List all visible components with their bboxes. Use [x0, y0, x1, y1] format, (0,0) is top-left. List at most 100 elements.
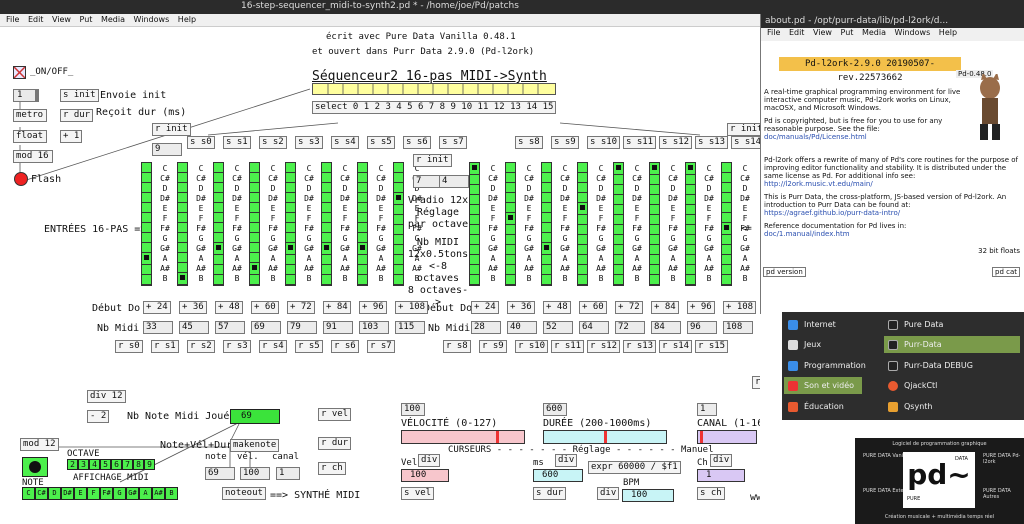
vradio-cell[interactable]	[614, 215, 623, 225]
bpm-number[interactable]: 100	[622, 489, 674, 502]
send-s4[interactable]: s s4	[331, 136, 359, 149]
vradio-step-12[interactable]	[613, 162, 624, 286]
about-menu-put[interactable]: Put	[840, 28, 854, 37]
vradio-cell[interactable]	[650, 255, 659, 265]
vradio-cell[interactable]	[394, 245, 403, 255]
offset-object[interactable]: + 108	[723, 301, 757, 314]
vradio-cell[interactable]	[178, 253, 187, 263]
vradio-cell[interactable]	[250, 203, 259, 213]
offset-object[interactable]: + 96	[687, 301, 715, 314]
vradio-cell[interactable]	[322, 245, 331, 255]
offset-object[interactable]: + 24	[143, 301, 171, 314]
vradio-cell[interactable]	[614, 185, 623, 195]
float-object[interactable]: float	[13, 130, 47, 143]
vradio-cell[interactable]	[214, 245, 223, 255]
vradio-cell[interactable]	[506, 203, 515, 213]
vradio-cell[interactable]	[214, 213, 223, 223]
note-cell[interactable]: G#	[126, 487, 139, 500]
vradio-cell[interactable]	[614, 275, 623, 285]
midi-number[interactable]: 84	[651, 321, 681, 334]
midi-number[interactable]: 69	[251, 321, 281, 334]
vradio-step-3[interactable]	[249, 162, 260, 286]
vradio-cell[interactable]	[722, 235, 731, 245]
vradio-cell[interactable]	[286, 255, 295, 265]
midi-number[interactable]: 115	[395, 321, 425, 334]
about-menu-view[interactable]: View	[812, 28, 832, 37]
about-link-license[interactable]: doc/manuals/Pd/License.html	[764, 133, 867, 141]
vradio-cell[interactable]	[286, 245, 295, 255]
vradio-cell[interactable]	[214, 265, 223, 275]
note-number-display[interactable]: 69	[230, 409, 280, 424]
vradio-step-6[interactable]	[357, 162, 368, 286]
vradio-cell[interactable]	[250, 233, 259, 243]
vradio-cell[interactable]	[722, 213, 731, 223]
vradio-cell[interactable]	[722, 225, 731, 235]
vradio-cell[interactable]	[470, 265, 479, 275]
vradio-cell[interactable]	[542, 213, 551, 223]
about-menu-media[interactable]: Media	[861, 28, 886, 37]
ms-number[interactable]: 600	[533, 469, 583, 482]
midi-number[interactable]: 72	[615, 321, 645, 334]
vradio-cell[interactable]	[578, 205, 587, 215]
vradio-cell[interactable]	[358, 255, 367, 265]
app-purr-data-debug[interactable]: Purr-Data DEBUG	[884, 357, 1020, 374]
vradio-cell[interactable]	[614, 255, 623, 265]
div-object-4[interactable]: div	[597, 487, 620, 500]
send-s12[interactable]: s s12	[659, 136, 693, 149]
app-cat-jeux[interactable]: Jeux	[784, 336, 882, 353]
send-s8[interactable]: s s8	[515, 136, 543, 149]
midi-number[interactable]: 96	[687, 321, 717, 334]
receive-object[interactable]: r s9	[479, 340, 507, 353]
send-s7[interactable]: s s7	[439, 136, 467, 149]
vradio-cell[interactable]	[542, 255, 551, 265]
note-cell[interactable]: A#	[152, 487, 165, 500]
vradio-cell[interactable]	[470, 205, 479, 215]
vradio-cell[interactable]	[542, 193, 551, 203]
vradio-cell[interactable]	[358, 163, 367, 173]
vradio-cell[interactable]	[542, 173, 551, 183]
pd-version-button[interactable]: pd version	[763, 267, 806, 277]
vradio-cell[interactable]	[506, 173, 515, 183]
canal-value[interactable]: 1	[276, 467, 300, 480]
vradio-cell[interactable]	[650, 265, 659, 275]
app-pure-data[interactable]: Pure Data	[884, 316, 1020, 333]
vradio-cell[interactable]	[178, 233, 187, 243]
vradio-cell[interactable]	[686, 185, 695, 195]
vradio-cell[interactable]	[178, 183, 187, 193]
receive-object[interactable]: r s11	[551, 340, 585, 353]
vradio-cell[interactable]	[614, 245, 623, 255]
dur-slider-value[interactable]: 600	[543, 403, 567, 416]
vradio-step-15[interactable]	[721, 162, 732, 286]
vradio-cell[interactable]	[394, 215, 403, 225]
div-object-2[interactable]: div	[555, 454, 578, 467]
vradio-cell[interactable]	[358, 245, 367, 255]
r-init-right[interactable]: r init	[727, 123, 760, 136]
vradio-step-2[interactable]	[213, 162, 224, 286]
offset-object[interactable]: + 60	[579, 301, 607, 314]
vradio-cell[interactable]	[322, 223, 331, 233]
vradio-cell[interactable]	[686, 195, 695, 205]
vradio-step-4[interactable]	[285, 162, 296, 286]
vradio-step-7[interactable]	[393, 162, 404, 286]
vradio-cell[interactable]	[142, 223, 151, 233]
vradio-cell[interactable]	[686, 165, 695, 175]
div-object-3[interactable]: div	[710, 454, 733, 467]
vradio-cell[interactable]	[722, 163, 731, 173]
note-cell[interactable]: B	[165, 487, 178, 500]
vradio-cell[interactable]	[394, 173, 403, 183]
velocity-slider-knob[interactable]	[496, 431, 499, 443]
div-object-1[interactable]: div	[418, 454, 441, 467]
send-s3[interactable]: s s3	[295, 136, 323, 149]
offset-object[interactable]: + 48	[215, 301, 243, 314]
canal-slider[interactable]	[697, 430, 757, 444]
vradio-cell[interactable]	[506, 255, 515, 265]
vradio-cell[interactable]	[650, 185, 659, 195]
receive-object[interactable]: r s10	[515, 340, 549, 353]
vel-value[interactable]: 100	[240, 467, 270, 480]
vradio-cell[interactable]	[178, 193, 187, 203]
vradio-cell[interactable]	[322, 255, 331, 265]
about-link-l2ork[interactable]: http://l2ork.music.vt.edu/main/	[764, 180, 873, 188]
vradio-step-13[interactable]	[649, 162, 660, 286]
vradio-cell[interactable]	[542, 233, 551, 243]
